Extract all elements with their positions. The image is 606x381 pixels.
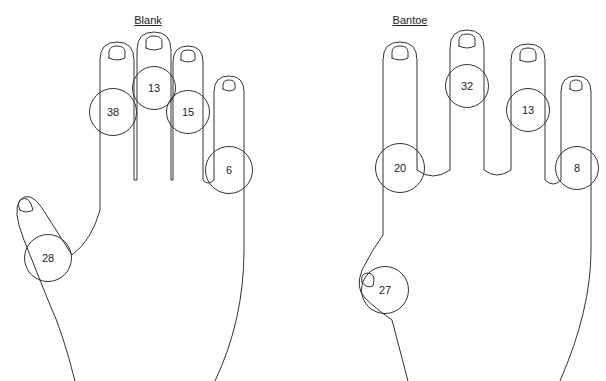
finger-circle: 8 <box>555 146 599 190</box>
circle-outline <box>446 65 489 108</box>
callout-number: 20 <box>393 162 407 175</box>
callout-number: 27 <box>378 284 392 297</box>
finger-circle: 32 <box>445 64 489 108</box>
circle-outline <box>556 147 599 190</box>
circle-outline <box>362 267 409 314</box>
callout-number: 13 <box>147 82 161 95</box>
callout-number: 13 <box>521 104 535 117</box>
right-hand-outline <box>359 30 591 381</box>
left-finger-nails <box>18 36 235 212</box>
circle-outline <box>167 91 210 134</box>
finger-circle: 13 <box>132 66 176 110</box>
circle-outline <box>90 89 137 136</box>
callout-number: 32 <box>460 80 474 93</box>
finger-circle: 13 <box>506 88 550 132</box>
finger-circle: 20 <box>375 143 425 193</box>
finger-circle: 15 <box>166 90 210 134</box>
right-finger-nails <box>362 34 582 287</box>
callout-number: 8 <box>573 162 581 175</box>
callout-number: 6 <box>225 164 233 177</box>
callout-number: 15 <box>181 106 195 119</box>
callout-number: 38 <box>106 106 120 119</box>
finger-circle: 28 <box>24 234 72 282</box>
left-hand-outline <box>17 32 244 381</box>
hand-title: Bantoe <box>393 14 428 27</box>
circle-outline <box>25 235 72 282</box>
finger-circle: 6 <box>205 146 253 194</box>
circle-outline <box>133 67 176 110</box>
circle-outline <box>376 144 425 193</box>
circle-outline <box>206 147 253 194</box>
finger-circle: 38 <box>89 88 137 136</box>
callout-number: 28 <box>41 252 55 265</box>
finger-circle: 27 <box>361 266 409 314</box>
hand-title: Blank <box>134 14 162 27</box>
circle-outline <box>507 89 550 132</box>
